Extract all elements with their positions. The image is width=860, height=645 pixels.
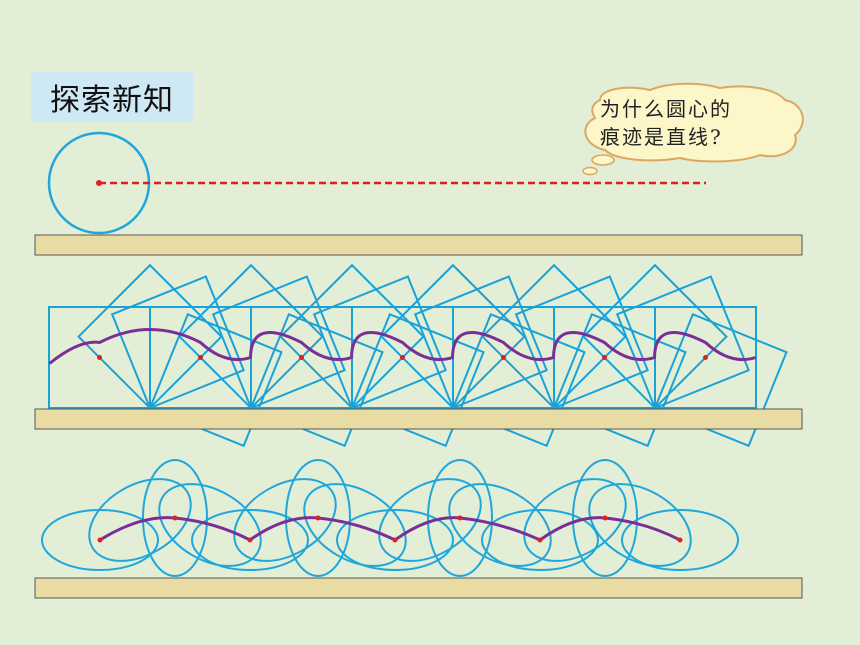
square-center-dot — [97, 355, 102, 360]
thought-bubble-line-2: 痕迹是直线? — [600, 125, 723, 149]
rotated-square — [582, 263, 728, 410]
rolling-ellipse — [523, 478, 627, 562]
ellipse-center-dot — [97, 537, 103, 543]
ellipse-center-dot — [457, 515, 463, 521]
rolling-ellipse — [621, 509, 739, 571]
rolling-ellipse — [142, 459, 208, 577]
rolling-ellipses — [41, 459, 739, 577]
rolling-ellipse — [88, 478, 192, 562]
rolling-ellipse — [448, 483, 552, 567]
ellipse-center-dot — [677, 537, 683, 543]
rotated-square — [514, 275, 649, 410]
rotated-square — [178, 263, 324, 410]
ground-bar-2 — [34, 408, 803, 430]
thought-bubble — [582, 82, 804, 176]
ellipse-center-dot — [537, 537, 543, 543]
rotated-square — [110, 275, 245, 410]
ellipse-row — [34, 459, 803, 599]
section-title: 探索新知 — [50, 83, 174, 118]
circle-row — [34, 131, 803, 256]
rotated-square — [211, 275, 346, 410]
square-center-dot — [602, 355, 607, 360]
rolling-ellipse — [158, 483, 262, 567]
square-center-dot — [400, 355, 405, 360]
rolling-ellipse — [336, 509, 454, 571]
thought-bubble-dot-small — [582, 166, 598, 176]
ellipse-center-dots — [97, 515, 683, 543]
square-center-dot — [299, 355, 304, 360]
square-center-dot — [501, 355, 506, 360]
ellipse-center-dot — [315, 515, 321, 521]
rolling-ellipse — [481, 509, 599, 571]
rotated-square — [615, 275, 750, 410]
square-center-dot — [198, 355, 203, 360]
thought-bubble-dot-large — [591, 154, 615, 166]
square-center-dots — [97, 355, 708, 360]
rolling-ellipse — [572, 459, 638, 577]
rotated-square — [77, 263, 223, 410]
ground-bar-3 — [34, 577, 803, 599]
title-box: 探索新知 — [31, 72, 193, 122]
square-center-dot — [703, 355, 708, 360]
rotated-square — [380, 263, 526, 410]
rolling-ellipse — [285, 459, 351, 577]
ellipse-center-dot — [392, 537, 398, 543]
square-center-track — [48, 328, 756, 365]
rolling-ellipse — [588, 483, 692, 567]
rolling-ellipse — [303, 483, 407, 567]
square-row — [34, 263, 803, 448]
circle-center-dot — [96, 180, 102, 186]
rotated-square — [413, 275, 548, 410]
ellipse-center-dot — [247, 537, 253, 543]
ellipse-center-dot — [602, 515, 608, 521]
thought-bubble-cloud — [584, 82, 804, 163]
rotated-square — [481, 263, 627, 410]
rolling-ellipse — [191, 509, 309, 571]
thought-bubble-text: 为什么圆心的 痕迹是直线? — [600, 95, 790, 151]
ellipse-center-dot — [172, 515, 178, 521]
rolling-ellipse — [233, 478, 337, 562]
rotated-square — [279, 263, 425, 410]
ground-bar-1 — [34, 234, 803, 256]
rotated-square — [312, 275, 447, 410]
thought-bubble-line-1: 为什么圆心的 — [600, 97, 732, 121]
rolling-ellipse — [427, 459, 493, 577]
rolling-ellipse — [378, 478, 482, 562]
